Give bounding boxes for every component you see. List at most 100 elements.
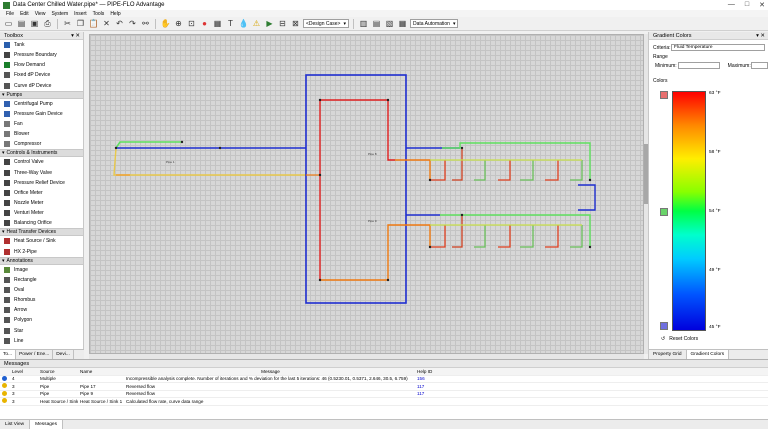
toolbox-item-pressure-gain-device[interactable]: Pressure Gain Device xyxy=(0,109,83,119)
pin-icon[interactable]: ▾ ✕ xyxy=(756,33,765,39)
print-icon[interactable]: ⎙ xyxy=(42,18,53,29)
toolbox-section-pumps[interactable]: ▾Pumps xyxy=(0,91,83,99)
toolbox-item-heat-source-sink[interactable]: Heat Source / Sink xyxy=(0,236,83,246)
menu-help[interactable]: Help xyxy=(110,11,120,17)
toolbox-item-arrow[interactable]: Arrow xyxy=(0,305,83,315)
col-source[interactable]: Source xyxy=(38,369,78,374)
toolbox-item-rhombus[interactable]: Rhombus xyxy=(0,295,83,305)
calculator-icon[interactable]: ▥ xyxy=(358,18,369,29)
tab-toolbox[interactable]: To... xyxy=(0,350,16,359)
pipe-blue-right-loop[interactable] xyxy=(578,185,595,210)
toolbox-item-tank[interactable]: Tank xyxy=(0,40,83,50)
toolbox-item-pressure-relief-device[interactable]: Pressure Relief Device xyxy=(0,178,83,188)
redo-icon[interactable]: ↷ xyxy=(127,18,138,29)
toolbox-section-annotations[interactable]: ▾Annotations xyxy=(0,257,83,265)
new-icon[interactable]: ▭ xyxy=(3,18,14,29)
toolbox-item-fan[interactable]: Fan xyxy=(0,119,83,129)
pipe-green-left[interactable] xyxy=(116,142,182,148)
menu-tools[interactable]: Tools xyxy=(93,11,105,17)
col-name[interactable]: Name xyxy=(78,369,124,374)
report-icon[interactable]: ▤ xyxy=(371,18,382,29)
toolbox-item-hx-2-pipe[interactable]: HX 2-Pipe xyxy=(0,247,83,257)
menu-view[interactable]: View xyxy=(35,11,46,17)
maximize-button[interactable]: □ xyxy=(745,1,749,9)
pipe-orange-upper-return[interactable] xyxy=(395,160,430,180)
table-row[interactable]: 3Heat Source / SinkHeat Source / Sink 1C… xyxy=(0,398,768,406)
find-icon[interactable]: ⚯ xyxy=(140,18,151,29)
col-level[interactable]: Level xyxy=(10,369,38,374)
open-icon[interactable]: ▤ xyxy=(16,18,27,29)
grid-icon[interactable]: ▦ xyxy=(212,18,223,29)
criteria-select[interactable]: Fluid Temperature xyxy=(671,44,765,51)
toolbox-item-image[interactable]: Image xyxy=(0,265,83,275)
copy-icon[interactable]: ❐ xyxy=(75,18,86,29)
max-color-swatch[interactable] xyxy=(660,91,668,99)
fluid-icon[interactable]: 💧 xyxy=(238,18,249,29)
toolbox-item-oval[interactable]: Oval xyxy=(0,285,83,295)
cell-help-id[interactable]: 156 xyxy=(415,376,435,381)
toolbox-item-pressure-boundary[interactable]: Pressure Boundary xyxy=(0,50,83,60)
toolbox-item-blower[interactable]: Blower xyxy=(0,129,83,139)
table-row[interactable]: 3PipePipe 9Reversed flow117 xyxy=(0,391,768,399)
menu-file[interactable]: File xyxy=(6,11,14,17)
min-color-swatch[interactable] xyxy=(660,322,668,330)
close-button[interactable]: ✕ xyxy=(759,1,765,9)
toolbox-item-star[interactable]: Star xyxy=(0,326,83,336)
pin-icon[interactable]: ▾ ✕ xyxy=(71,33,80,39)
toolbox-item-compressor[interactable]: Compressor xyxy=(0,139,83,149)
toolbox-item-venturi-meter[interactable]: Venturi Meter xyxy=(0,208,83,218)
table-row[interactable]: 3PipePipe 17Reversed flow117 xyxy=(0,383,768,391)
toolbox-item-control-valve[interactable]: Control Valve xyxy=(0,157,83,167)
tab-gradient-colors[interactable]: Gradient Colors xyxy=(687,350,730,359)
lock-icon[interactable]: ⊠ xyxy=(290,18,301,29)
menu-insert[interactable]: Insert xyxy=(74,11,87,17)
tab-power-energy[interactable]: Power / Ene... xyxy=(16,350,53,359)
table-row[interactable]: 4MultipleIncompressible analysis complet… xyxy=(0,376,768,384)
pipe-green-upper-header[interactable] xyxy=(442,143,590,180)
pipe-red-loop[interactable] xyxy=(320,100,395,280)
toolbox-item-balancing-orifice[interactable]: Balancing Orifice xyxy=(0,218,83,228)
upper-coils[interactable] xyxy=(430,148,582,180)
design-case-select[interactable]: <Design Case>▾ xyxy=(303,19,349,28)
delete-icon[interactable]: ✕ xyxy=(101,18,112,29)
mid-color-swatch[interactable] xyxy=(660,208,668,216)
minimum-input[interactable] xyxy=(678,62,720,69)
toolbox-section-heat-transfer-devices[interactable]: ▾Heat Transfer Devices xyxy=(0,228,83,236)
tab-devices[interactable]: Devi... xyxy=(53,350,74,359)
pipe-blue-loop[interactable] xyxy=(306,75,406,303)
warning-icon[interactable]: ⚠ xyxy=(251,18,262,29)
color-icon[interactable]: ● xyxy=(199,18,210,29)
save-icon[interactable]: ▣ xyxy=(29,18,40,29)
text-icon[interactable]: T xyxy=(225,18,236,29)
reset-colors-button[interactable]: ↺ Reset Colors xyxy=(657,334,698,343)
undo-icon[interactable]: ↶ xyxy=(114,18,125,29)
toolbox-item-curve-dp-device[interactable]: Curve dP Device xyxy=(0,81,83,91)
table-icon[interactable]: ▦ xyxy=(397,18,408,29)
zoom-in-icon[interactable]: ⊕ xyxy=(173,18,184,29)
toolbox-item-line[interactable]: Line xyxy=(0,336,83,346)
pipe-yellow-return[interactable] xyxy=(114,148,306,175)
maximum-input[interactable] xyxy=(751,62,768,69)
toolbox-item-centrifugal-pump[interactable]: Centrifugal Pump xyxy=(0,99,83,109)
pipe-orange-lower-return[interactable] xyxy=(395,225,430,247)
lower-coils[interactable] xyxy=(430,215,582,247)
toolbox-item-fixed-dp-device[interactable]: Fixed dP Device xyxy=(0,70,83,80)
toolbox-item-three-way-valve[interactable]: Three-Way Valve xyxy=(0,168,83,178)
menu-system[interactable]: System xyxy=(51,11,68,17)
calculate-icon[interactable]: ▶ xyxy=(264,18,275,29)
tab-list-view[interactable]: List View xyxy=(0,420,30,429)
pan-icon[interactable]: ✋ xyxy=(160,18,171,29)
toolbox-item-orifice-meter[interactable]: Orifice Meter xyxy=(0,188,83,198)
pipe-orange-loop[interactable] xyxy=(320,225,395,280)
cut-icon[interactable]: ✂ xyxy=(62,18,73,29)
paste-icon[interactable]: 📋 xyxy=(88,18,99,29)
data-automation-select[interactable]: Data Automation▾ xyxy=(410,19,458,28)
tab-messages[interactable]: Messages xyxy=(30,420,63,429)
col-message[interactable]: Message xyxy=(124,369,415,374)
toolbox-item-flow-demand[interactable]: Flow Demand xyxy=(0,60,83,70)
zoom-window-icon[interactable]: ⊡ xyxy=(186,18,197,29)
tab-property-grid[interactable]: Property Grid xyxy=(649,350,687,359)
ruler-icon[interactable]: ⊟ xyxy=(277,18,288,29)
col-help-id[interactable]: Help ID xyxy=(415,369,435,374)
menu-edit[interactable]: Edit xyxy=(20,11,29,17)
